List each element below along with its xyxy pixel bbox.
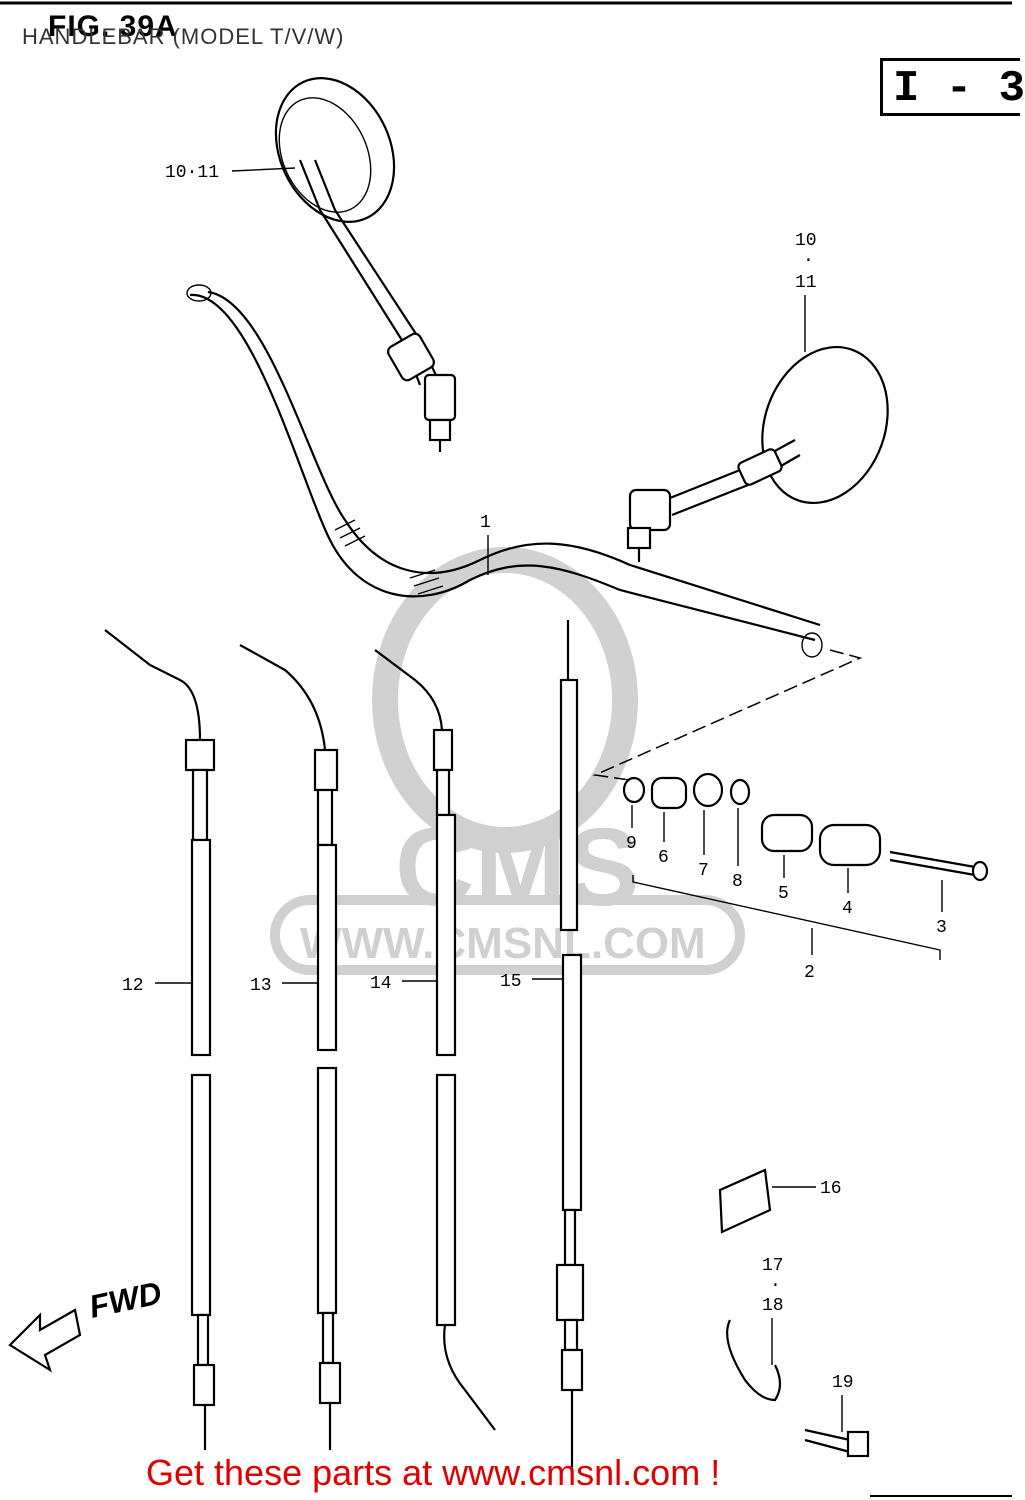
cable-12 <box>104 629 216 1450</box>
label-16-part <box>718 1168 772 1234</box>
callout-10-11-left: 10·11 <box>165 163 219 183</box>
callout-11-right: 11 <box>795 273 817 293</box>
cable-15 <box>555 620 585 1470</box>
page-badge: I - 3 <box>880 58 1025 116</box>
balancer-set <box>622 772 989 960</box>
left-mirror <box>274 77 457 452</box>
cable-14 <box>374 649 496 1431</box>
callout-12: 12 <box>122 976 144 996</box>
cable-13 <box>239 644 342 1450</box>
callout-8: 8 <box>732 872 743 892</box>
callout-13: 13 <box>250 976 272 996</box>
fwd-arrow: FWD <box>8 1274 165 1373</box>
callout-7: 7 <box>698 861 709 881</box>
callout-4: 4 <box>842 899 853 919</box>
callout-19: 19 <box>832 1373 854 1393</box>
fwd-label: FWD <box>86 1274 165 1324</box>
callouts: 1 2 3 4 5 6 7 8 9 10·11 10 · 11 12 13 14… <box>122 163 947 1432</box>
bolt-19 <box>804 1428 870 1458</box>
callout-16: 16 <box>820 1179 842 1199</box>
footer-link[interactable]: Get these parts at www.cmsnl.com ! <box>146 1452 721 1493</box>
callout-9: 9 <box>626 834 637 854</box>
figure-title: FIG. 39A <box>48 10 178 43</box>
callout-18: 18 <box>762 1296 784 1316</box>
callout-3: 3 <box>936 918 947 938</box>
watermark-url: WWW.CMSNL.COM <box>300 919 706 968</box>
handlebar <box>186 284 823 658</box>
svg-text:·: · <box>803 251 814 271</box>
watermark-brand: CMS <box>395 806 639 929</box>
callout-6: 6 <box>658 848 669 868</box>
callout-10-right: 10 <box>795 231 817 251</box>
callout-2: 2 <box>804 963 815 983</box>
callout-1: 1 <box>480 513 491 533</box>
callout-15: 15 <box>500 972 522 992</box>
callout-17: 17 <box>762 1256 784 1276</box>
diagram-subtitle: HANDLEBAR (MODEL T/V/W) <box>22 24 345 49</box>
right-mirror <box>626 345 889 562</box>
callout-5: 5 <box>778 884 789 904</box>
svg-text:·: · <box>770 1276 781 1296</box>
watermark: CMS WWW.CMSNL.COM <box>270 547 745 975</box>
callout-14: 14 <box>370 974 392 994</box>
clamp-17-18 <box>726 1319 782 1402</box>
